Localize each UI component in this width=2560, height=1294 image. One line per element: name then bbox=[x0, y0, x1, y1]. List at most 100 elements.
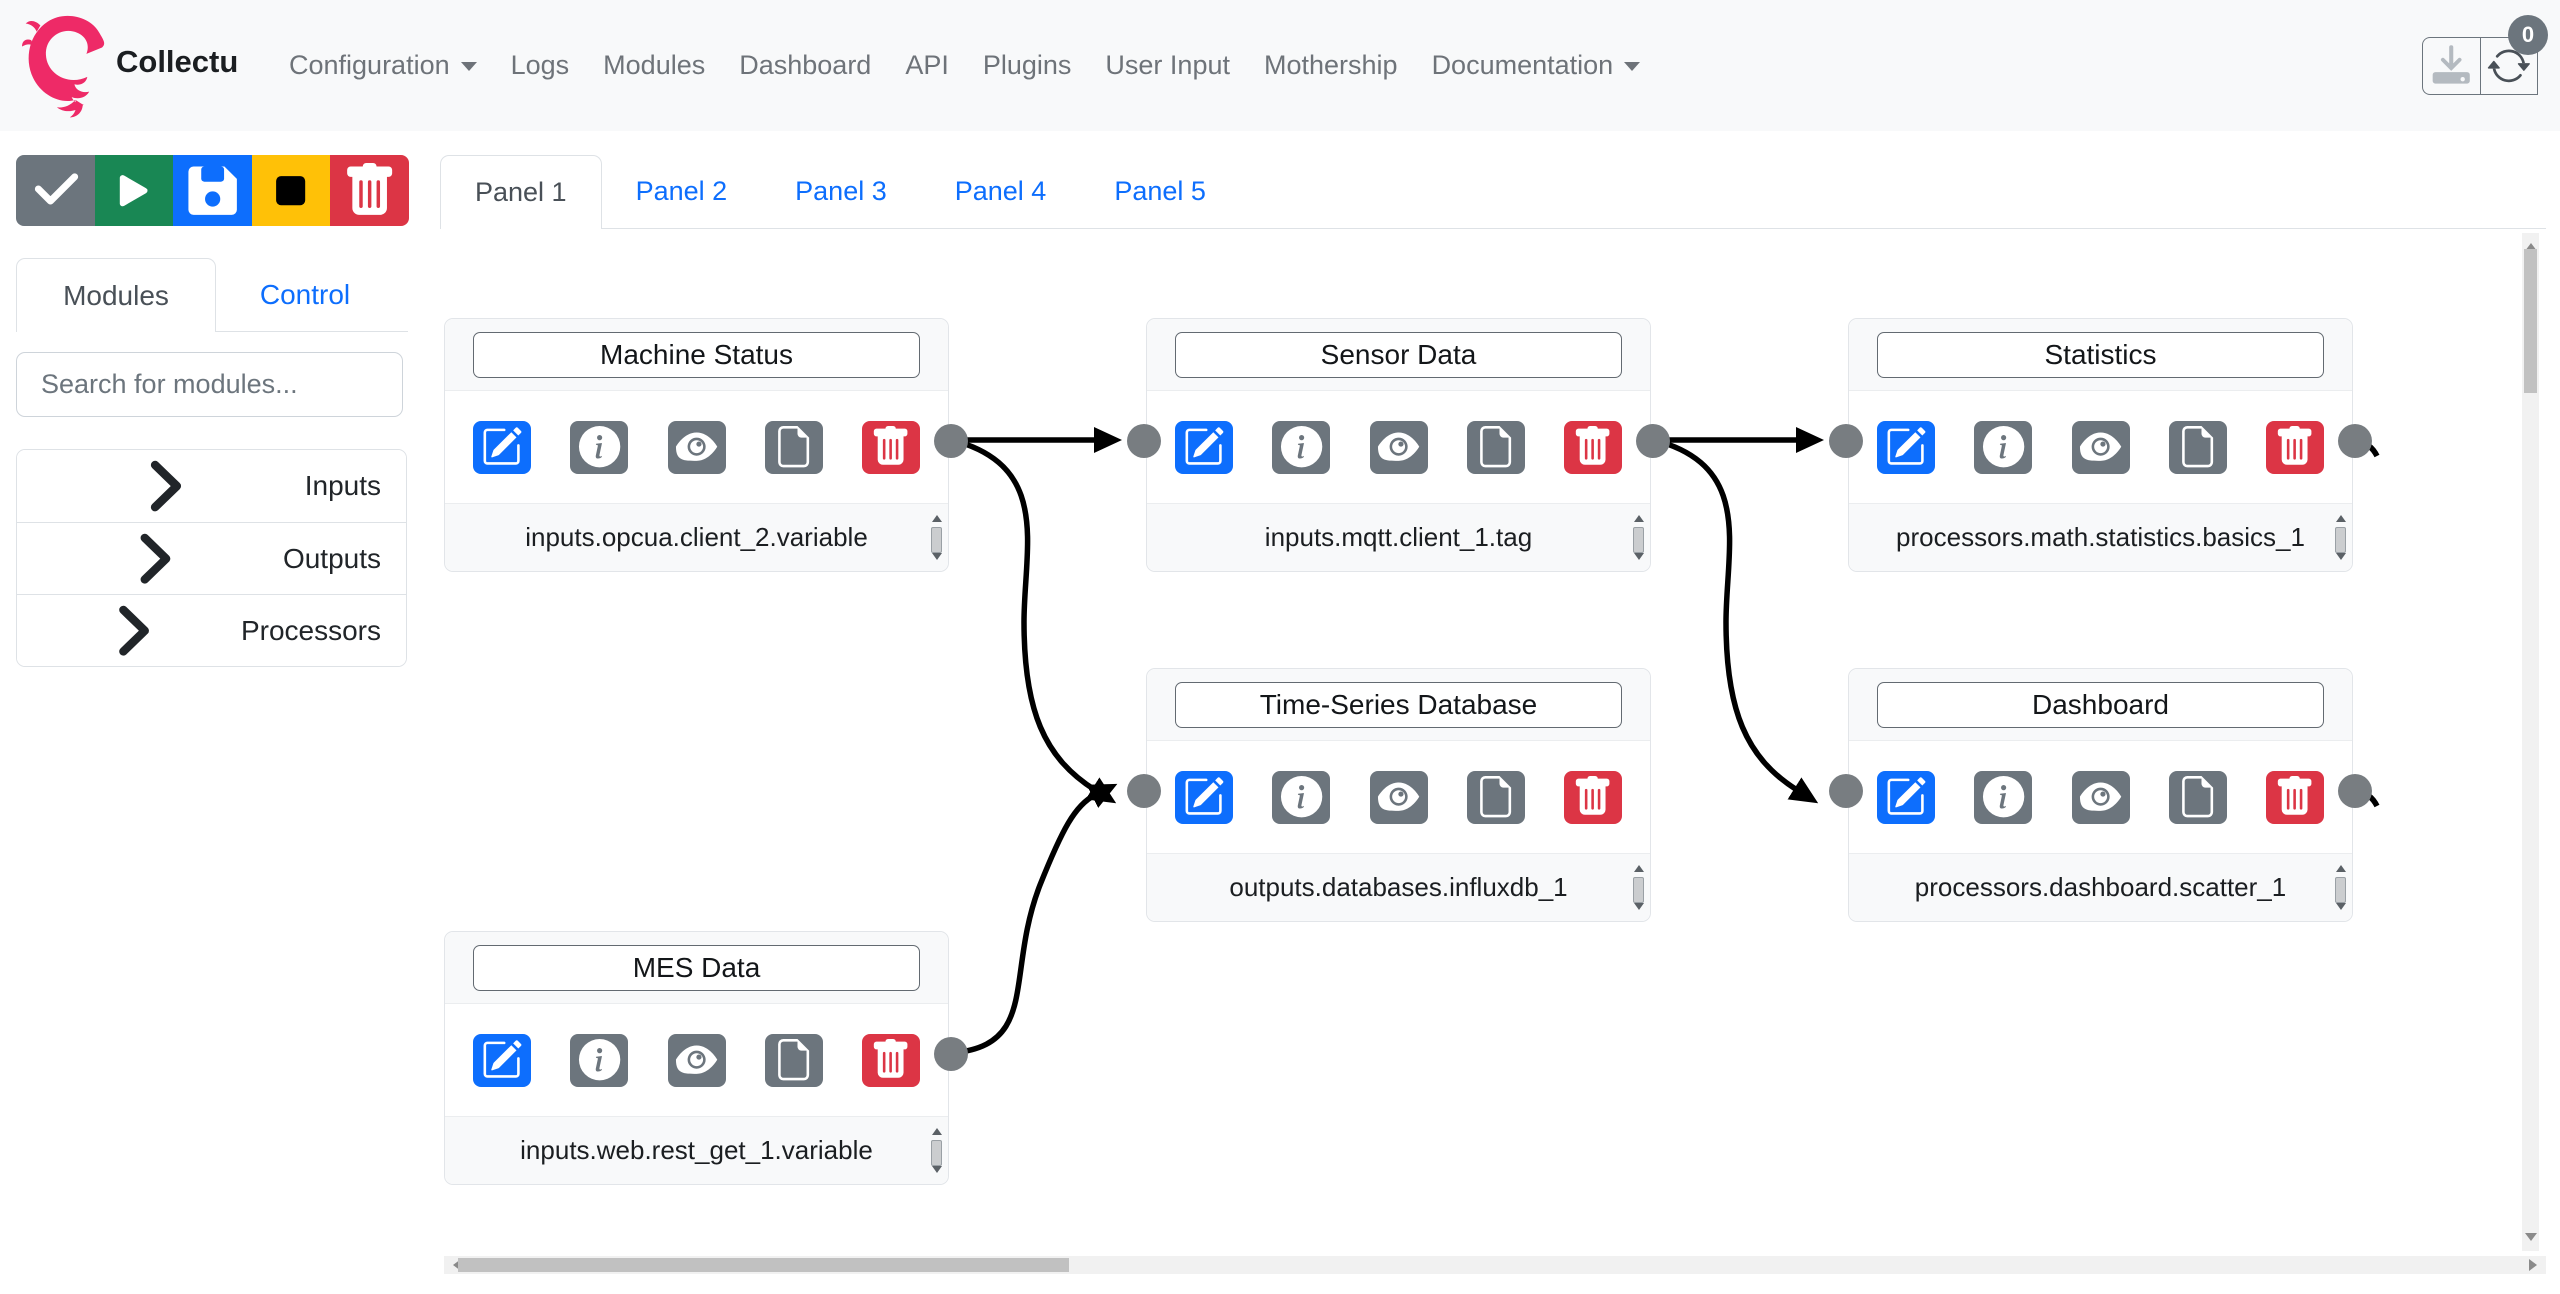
module-footer-scrollbar[interactable] bbox=[929, 508, 944, 567]
output-port[interactable] bbox=[934, 1037, 968, 1071]
edit-module-button[interactable] bbox=[1877, 420, 1935, 474]
brand-title[interactable]: Collectu bbox=[116, 44, 239, 79]
tab-panel-5[interactable]: Panel 5 bbox=[1114, 176, 1206, 206]
info-module-button[interactable] bbox=[1272, 420, 1331, 474]
nav-item-configuration[interactable]: Configuration bbox=[272, 50, 494, 81]
tab-panel-3[interactable]: Panel 3 bbox=[795, 176, 887, 206]
file-module-button[interactable] bbox=[2168, 770, 2227, 824]
scroll-up-arrow-icon[interactable] bbox=[1633, 860, 1644, 872]
footer-scroll-thumb[interactable] bbox=[931, 1140, 942, 1166]
tab-panel-2[interactable]: Panel 2 bbox=[635, 176, 728, 206]
output-port[interactable] bbox=[1636, 424, 1670, 458]
edit-module-button[interactable] bbox=[1175, 420, 1233, 474]
nav-item-plugins[interactable]: Plugins bbox=[982, 50, 1072, 80]
delete-module-button[interactable] bbox=[2266, 770, 2324, 824]
scroll-down-arrow-icon[interactable] bbox=[931, 1166, 942, 1178]
collectu-logo-icon[interactable] bbox=[22, 8, 114, 120]
info-module-button[interactable] bbox=[1974, 420, 2033, 474]
scroll-down-arrow-icon[interactable] bbox=[2525, 1233, 2537, 1247]
info-module-button[interactable] bbox=[1272, 770, 1331, 824]
scroll-up-arrow-icon[interactable] bbox=[2335, 510, 2346, 522]
delete-module-button[interactable] bbox=[1564, 420, 1622, 474]
scroll-down-arrow-icon[interactable] bbox=[1633, 903, 1644, 915]
module-title-input[interactable] bbox=[1877, 331, 2324, 378]
module-title-input[interactable] bbox=[1175, 331, 1622, 378]
node-mes-data[interactable]: inputs.web.rest_get_1.variable bbox=[444, 931, 968, 1185]
input-port[interactable] bbox=[1127, 424, 1161, 458]
node-dashboard[interactable]: processors.dashboard.scatter_1 bbox=[1829, 668, 2372, 922]
module-title-input[interactable] bbox=[473, 944, 920, 991]
footer-scroll-thumb[interactable] bbox=[931, 527, 942, 553]
scroll-up-arrow-icon[interactable] bbox=[1633, 510, 1644, 522]
accordion-section-inputs[interactable]: Inputs bbox=[17, 450, 406, 522]
save-flow-button[interactable] bbox=[173, 155, 252, 226]
file-module-button[interactable] bbox=[2168, 420, 2227, 474]
view-module-button[interactable] bbox=[667, 420, 726, 474]
nav-item-modules[interactable]: Modules bbox=[603, 50, 706, 80]
run-flow-button[interactable] bbox=[94, 155, 174, 226]
view-module-button[interactable] bbox=[667, 1033, 726, 1087]
edit-module-button[interactable] bbox=[473, 420, 531, 474]
tab-panel-4[interactable]: Panel 4 bbox=[954, 176, 1047, 206]
delete-module-button[interactable] bbox=[862, 1033, 920, 1087]
nav-item-documentation[interactable]: Documentation bbox=[1415, 50, 1658, 81]
nav-item-logs[interactable]: Logs bbox=[510, 50, 570, 80]
module-footer-scrollbar[interactable] bbox=[929, 1121, 944, 1180]
scroll-left-arrow-icon[interactable] bbox=[447, 1259, 461, 1271]
file-module-button[interactable] bbox=[1466, 770, 1525, 824]
scroll-down-arrow-icon[interactable] bbox=[931, 553, 942, 565]
node-time-series-database[interactable]: outputs.databases.influxdb_1 bbox=[1127, 668, 1651, 922]
output-port[interactable] bbox=[934, 424, 968, 458]
view-module-button[interactable] bbox=[1369, 420, 1428, 474]
view-module-button[interactable] bbox=[2071, 420, 2130, 474]
view-module-button[interactable] bbox=[1369, 770, 1428, 824]
input-port[interactable] bbox=[1127, 774, 1161, 808]
tab-panel-1[interactable]: Panel 1 bbox=[440, 155, 602, 229]
module-title-input[interactable] bbox=[1877, 681, 2324, 728]
scroll-down-arrow-icon[interactable] bbox=[1633, 553, 1644, 565]
scroll-up-arrow-icon[interactable] bbox=[2335, 860, 2346, 872]
nav-item-dashboard[interactable]: Dashboard bbox=[739, 50, 872, 80]
module-title-input[interactable] bbox=[1175, 681, 1622, 728]
edit-module-button[interactable] bbox=[473, 1033, 531, 1087]
node-sensor-data[interactable]: inputs.mqtt.client_1.tag bbox=[1127, 318, 1670, 572]
delete-module-button[interactable] bbox=[862, 420, 920, 474]
output-port[interactable] bbox=[2338, 774, 2372, 808]
view-module-button[interactable] bbox=[2071, 770, 2130, 824]
output-port[interactable] bbox=[2338, 424, 2372, 458]
footer-scroll-thumb[interactable] bbox=[1633, 527, 1644, 553]
validate-flow-button[interactable] bbox=[16, 155, 95, 226]
node-machine-status[interactable]: inputs.opcua.client_2.variable bbox=[444, 318, 968, 572]
scroll-up-arrow-icon[interactable] bbox=[931, 510, 942, 522]
edit-module-button[interactable] bbox=[1877, 770, 1935, 824]
scroll-right-arrow-icon[interactable] bbox=[2529, 1259, 2543, 1271]
delete-module-button[interactable] bbox=[1564, 770, 1622, 824]
info-module-button[interactable] bbox=[570, 1033, 629, 1087]
module-footer-scrollbar[interactable] bbox=[1631, 508, 1646, 567]
input-port[interactable] bbox=[1829, 424, 1863, 458]
scroll-up-arrow-icon[interactable] bbox=[931, 1123, 942, 1135]
accordion-section-outputs[interactable]: Outputs bbox=[17, 522, 406, 594]
canvas-horizontal-scrollbar[interactable] bbox=[444, 1256, 2546, 1274]
info-module-button[interactable] bbox=[1974, 770, 2033, 824]
file-module-button[interactable] bbox=[764, 1033, 823, 1087]
delete-flow-button[interactable] bbox=[330, 155, 409, 226]
module-footer-scrollbar[interactable] bbox=[1631, 858, 1646, 917]
scroll-down-arrow-icon[interactable] bbox=[2335, 903, 2346, 915]
tab-modules[interactable]: Modules bbox=[16, 258, 216, 332]
module-title-input[interactable] bbox=[473, 331, 920, 378]
module-footer-scrollbar[interactable] bbox=[2333, 508, 2348, 567]
scroll-up-arrow-icon[interactable] bbox=[2524, 237, 2537, 251]
footer-scroll-thumb[interactable] bbox=[1633, 877, 1644, 903]
nav-item-mothership[interactable]: Mothership bbox=[1263, 50, 1398, 80]
input-port[interactable] bbox=[1829, 774, 1863, 808]
footer-scroll-thumb[interactable] bbox=[2335, 877, 2346, 903]
edit-module-button[interactable] bbox=[1175, 770, 1233, 824]
horizontal-scroll-thumb[interactable] bbox=[458, 1258, 1069, 1272]
vertical-scroll-thumb[interactable] bbox=[2524, 249, 2537, 393]
nav-item-api[interactable]: API bbox=[905, 50, 949, 80]
accordion-section-processors[interactable]: Processors bbox=[17, 594, 406, 666]
stop-flow-button[interactable] bbox=[251, 155, 331, 226]
footer-scroll-thumb[interactable] bbox=[2335, 527, 2346, 553]
node-statistics[interactable]: processors.math.statistics.basics_1 bbox=[1829, 318, 2372, 572]
